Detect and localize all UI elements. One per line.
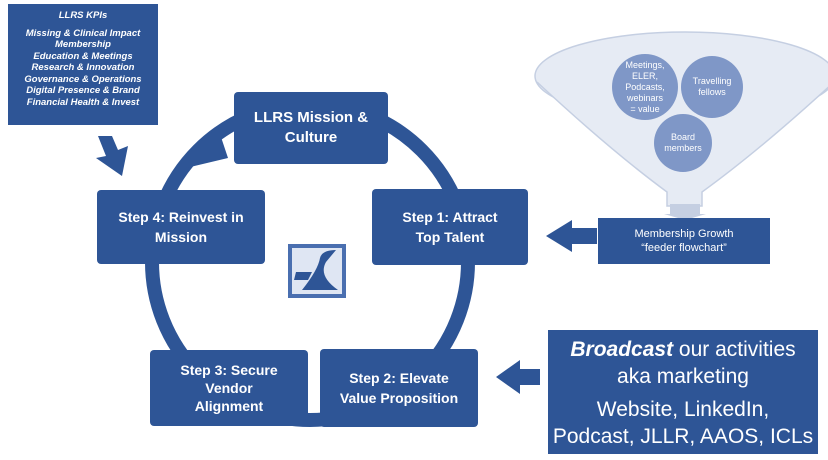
bubble-line: fellows <box>698 87 726 97</box>
step3-line: Vendor <box>205 380 253 396</box>
bubble-meetings: Meetings, ELER, Podcasts, webinars = val… <box>612 54 678 120</box>
kpi-item: Membership <box>55 39 111 50</box>
step4-line: Mission <box>154 229 208 245</box>
bubble-line: Podcasts, <box>625 81 665 92</box>
kpi-item: Financial Health & Invest <box>26 96 140 108</box>
step1-line: Step 1: Attract <box>402 209 498 225</box>
step4-box: Step 4: Reinvest in Mission <box>97 190 265 264</box>
step3-line: Step 3: Secure <box>180 362 278 378</box>
bubble-travelling-fellows: Travelling fellows <box>681 56 743 118</box>
mission-line: Culture <box>284 129 338 146</box>
bubble-line: = value <box>630 103 660 114</box>
kpi-box: LLRS KPIs Missing & Clinical Impact Memb… <box>8 4 158 125</box>
step1-box: Step 1: Attract Top Talent <box>372 189 528 265</box>
bubble-line: Meetings, <box>625 59 665 70</box>
membership-growth-box: Membership Growth “feeder flowchart” <box>598 218 770 264</box>
growth-line: “feeder flowchart” <box>641 242 727 254</box>
step2-box: Step 2: Elevate Value Proposition <box>320 349 478 427</box>
bubble-line: Travelling <box>692 76 732 86</box>
kpi-item: Research & Innovation <box>31 62 135 73</box>
mission-line: LLRS Mission & <box>253 109 369 126</box>
kpi-arrow <box>96 136 128 176</box>
funnel-spout <box>664 204 706 220</box>
broadcast-box: Broadcast our activities aka marketing W… <box>548 330 818 454</box>
kpi-item: Digital Presence & Brand <box>26 85 140 96</box>
broadcast-arrow <box>496 360 540 394</box>
broadcast-emphasis: Broadcast <box>570 338 674 361</box>
growth-line: Membership Growth <box>634 228 734 240</box>
step2-line: Value Proposition <box>339 390 459 406</box>
bubble-board-members: Board members <box>654 114 712 172</box>
kpi-title: LLRS KPIs <box>58 10 108 21</box>
broadcast-line3: Website, LinkedIn, <box>596 398 770 421</box>
step3-box: Step 3: Secure Vendor Alignment <box>150 350 308 426</box>
step4-line: Step 4: Reinvest in <box>118 209 244 225</box>
broadcast-line2: aka marketing <box>617 365 749 388</box>
step3-line: Alignment <box>194 398 264 414</box>
growth-arrow <box>546 220 597 252</box>
bubble-line: Board <box>670 132 695 142</box>
broadcast-line1: our activities <box>673 338 796 361</box>
kpi-item: Governance & Operations <box>24 73 142 85</box>
step2-line: Step 2: Elevate <box>349 370 449 386</box>
kpi-item: Education & Meetings <box>33 50 133 62</box>
cycle-arrowhead <box>186 128 228 168</box>
bubble-line: ELER, <box>631 70 658 81</box>
kpi-item: Missing & Clinical Impact <box>25 27 141 39</box>
step1-line: Top Talent <box>415 229 485 245</box>
broadcast-line4: Podcast, JLLR, AAOS, ICLs <box>552 425 814 448</box>
bubble-line: webinars <box>626 92 664 103</box>
mission-box: LLRS Mission & Culture <box>234 92 388 164</box>
bubble-line: members <box>664 143 702 153</box>
